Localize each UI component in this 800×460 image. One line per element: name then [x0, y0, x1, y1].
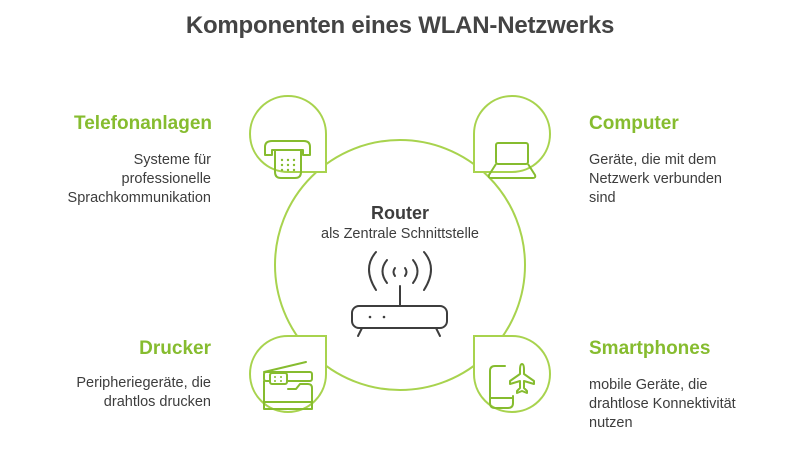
- smartphone-airplane-icon: [489, 363, 535, 409]
- description-line: Geräte, die mit dem: [589, 152, 717, 168]
- description-line: drahtlos drucken: [103, 394, 211, 410]
- description-line: nutzen: [589, 415, 633, 431]
- teardrop-computer: [473, 95, 551, 173]
- router-subtitle: als Zentrale Schnittstelle: [321, 226, 479, 242]
- description-line: Systeme für: [133, 152, 211, 168]
- heading-computer: Computer: [589, 113, 679, 134]
- description-telefonanlagen: Systeme für professionelle Sprachkommuni…: [68, 151, 211, 208]
- description-line: Sprachkommunikation: [67, 190, 211, 206]
- description-line: Peripheriegeräte, die: [76, 375, 211, 391]
- central-circle: [274, 139, 526, 391]
- printer-scanner-icon: [263, 361, 313, 410]
- router-title: Router: [371, 203, 429, 223]
- description-line: drahtlose Konnektivität: [589, 396, 736, 412]
- teardrop-drucker: [249, 335, 327, 413]
- description-line: sind: [589, 190, 616, 206]
- wifi-router-icon: [351, 251, 448, 337]
- diagram-title: Komponenten eines WLAN-Netzwerks: [185, 12, 615, 39]
- heading-drucker: Drucker: [139, 338, 211, 359]
- description-drucker: Peripheriegeräte, die drahtlos drucken: [76, 374, 211, 412]
- teardrop-telefonanlagen: [249, 95, 327, 173]
- description-smartphones: mobile Geräte, die drahtlose Konnektivit…: [589, 376, 736, 433]
- description-computer: Geräte, die mit dem Netzwerk verbunden s…: [589, 151, 722, 208]
- laptop-icon: [487, 142, 537, 179]
- teardrop-smartphones: [473, 335, 551, 413]
- desk-phone-icon: [264, 140, 311, 179]
- heading-smartphones: Smartphones: [589, 338, 711, 359]
- heading-telefonanlagen: Telefonanlagen: [74, 113, 212, 134]
- description-line: mobile Geräte, die: [589, 377, 708, 393]
- description-line: Netzwerk verbunden: [589, 171, 722, 187]
- description-line: professionelle: [121, 171, 211, 187]
